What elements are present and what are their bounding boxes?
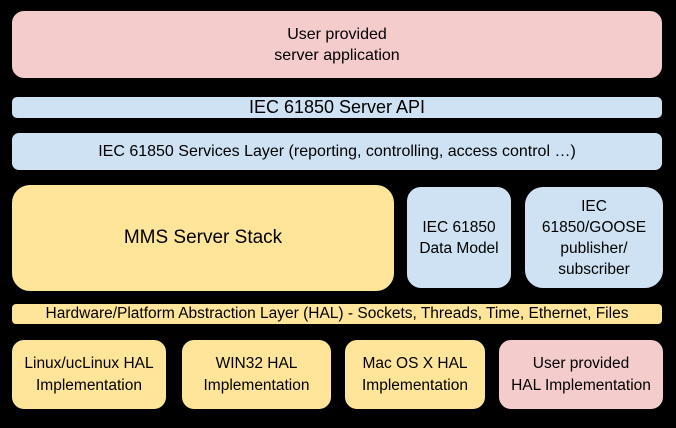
hal-impl-user-provided-box: User provided HAL Implementation <box>497 338 665 411</box>
hal-impl-linux-label-line1: Linux/ucLinux HAL <box>24 354 154 372</box>
hal-impl-user-provided-label-line1: User provided <box>532 354 630 372</box>
mms-server-stack-label: MMS Server Stack <box>123 227 283 248</box>
iec61850-data-model-box: IEC 61850 Data Model <box>405 185 513 290</box>
iec61850-services-layer: IEC 61850 Services Layer (reporting, con… <box>10 131 664 172</box>
hal-impl-win32-label-line2: Implementation <box>203 376 310 394</box>
goose-publisher-subscriber-box: IEC 61850/GOOSE publisher/ subscriber <box>523 185 665 290</box>
iec61850-services-label: IEC 61850 Services Layer (reporting, con… <box>98 142 576 160</box>
goose-label-line3: publisher/ <box>560 239 628 257</box>
hal-impl-macosx-box: Mac OS X HAL Implementation <box>343 338 487 411</box>
goose-label-line2: 61850/GOOSE <box>541 218 647 236</box>
goose-label-line1: IEC <box>581 197 607 215</box>
hal-impl-linux-label-line2: Implementation <box>36 376 142 394</box>
hal-impl-win32-box: WIN32 HAL Implementation <box>180 338 333 411</box>
user-server-application-label-line1: User provided <box>287 25 387 43</box>
iec61850-server-api-label: IEC 61850 Server API <box>248 97 426 117</box>
hal-impl-win32-label-line1: WIN32 HAL <box>215 354 298 372</box>
data-model-label-line1: IEC 61850 <box>422 218 496 236</box>
hardware-abstraction-layer-label: Hardware/Platform Abstraction Layer (HAL… <box>45 305 629 322</box>
iec61850-server-api-layer: IEC 61850 Server API <box>10 95 664 120</box>
goose-label-line4: subscriber <box>558 260 630 278</box>
hal-impl-macosx-label-line1: Mac OS X HAL <box>362 354 468 372</box>
hardware-abstraction-layer: Hardware/Platform Abstraction Layer (HAL… <box>10 302 664 326</box>
data-model-label-line2: Data Model <box>419 239 499 257</box>
hal-impl-user-provided-label-line2: HAL Implementation <box>511 376 651 394</box>
hal-impl-linux-box: Linux/ucLinux HAL Implementation <box>10 338 168 411</box>
hal-impl-macosx-label-line2: Implementation <box>362 376 468 394</box>
user-server-application-box: User provided server application <box>10 9 664 80</box>
user-server-application-label-line2: server application <box>274 46 400 64</box>
mms-server-stack-box: MMS Server Stack <box>10 183 396 293</box>
